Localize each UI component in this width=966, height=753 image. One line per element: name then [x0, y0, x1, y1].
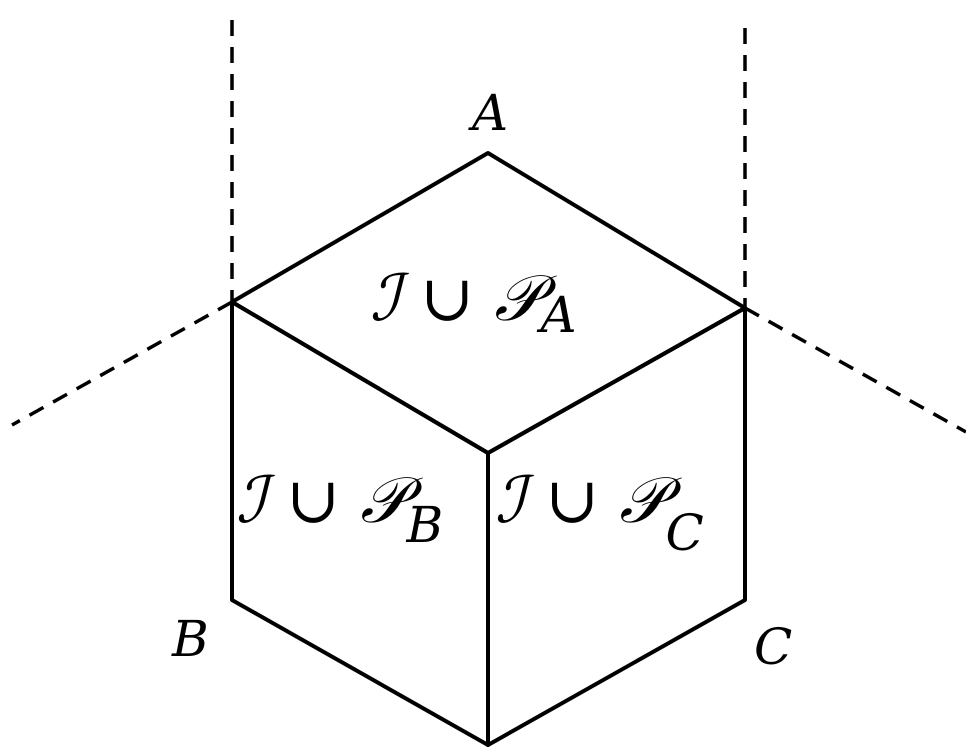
face-right-outline [486, 306, 747, 747]
face-label-top-main: ℐ ∪ 𝒫 [370, 262, 557, 336]
face-label-left-main: ℐ ∪ 𝒫 [236, 464, 423, 538]
face-label-top: ℐ ∪ 𝒫A [370, 262, 577, 344]
vertex-label-c: C [754, 618, 792, 676]
face-label-right: ℐ ∪ 𝒫C [495, 464, 704, 562]
vertex-label-b: B [171, 610, 209, 668]
dashed-line-right-diagonal [744, 306, 966, 434]
vertex-label-a: A [468, 84, 508, 142]
dashed-line-left-diagonal [11, 300, 233, 427]
face-label-top-subscript: A [537, 286, 577, 344]
face-label-left-subscript: B [406, 496, 444, 554]
face-label-left: ℐ ∪ 𝒫B [236, 464, 443, 554]
face-label-right-subscript: C [666, 504, 704, 562]
face-label-right-main: ℐ ∪ 𝒫 [495, 464, 682, 538]
